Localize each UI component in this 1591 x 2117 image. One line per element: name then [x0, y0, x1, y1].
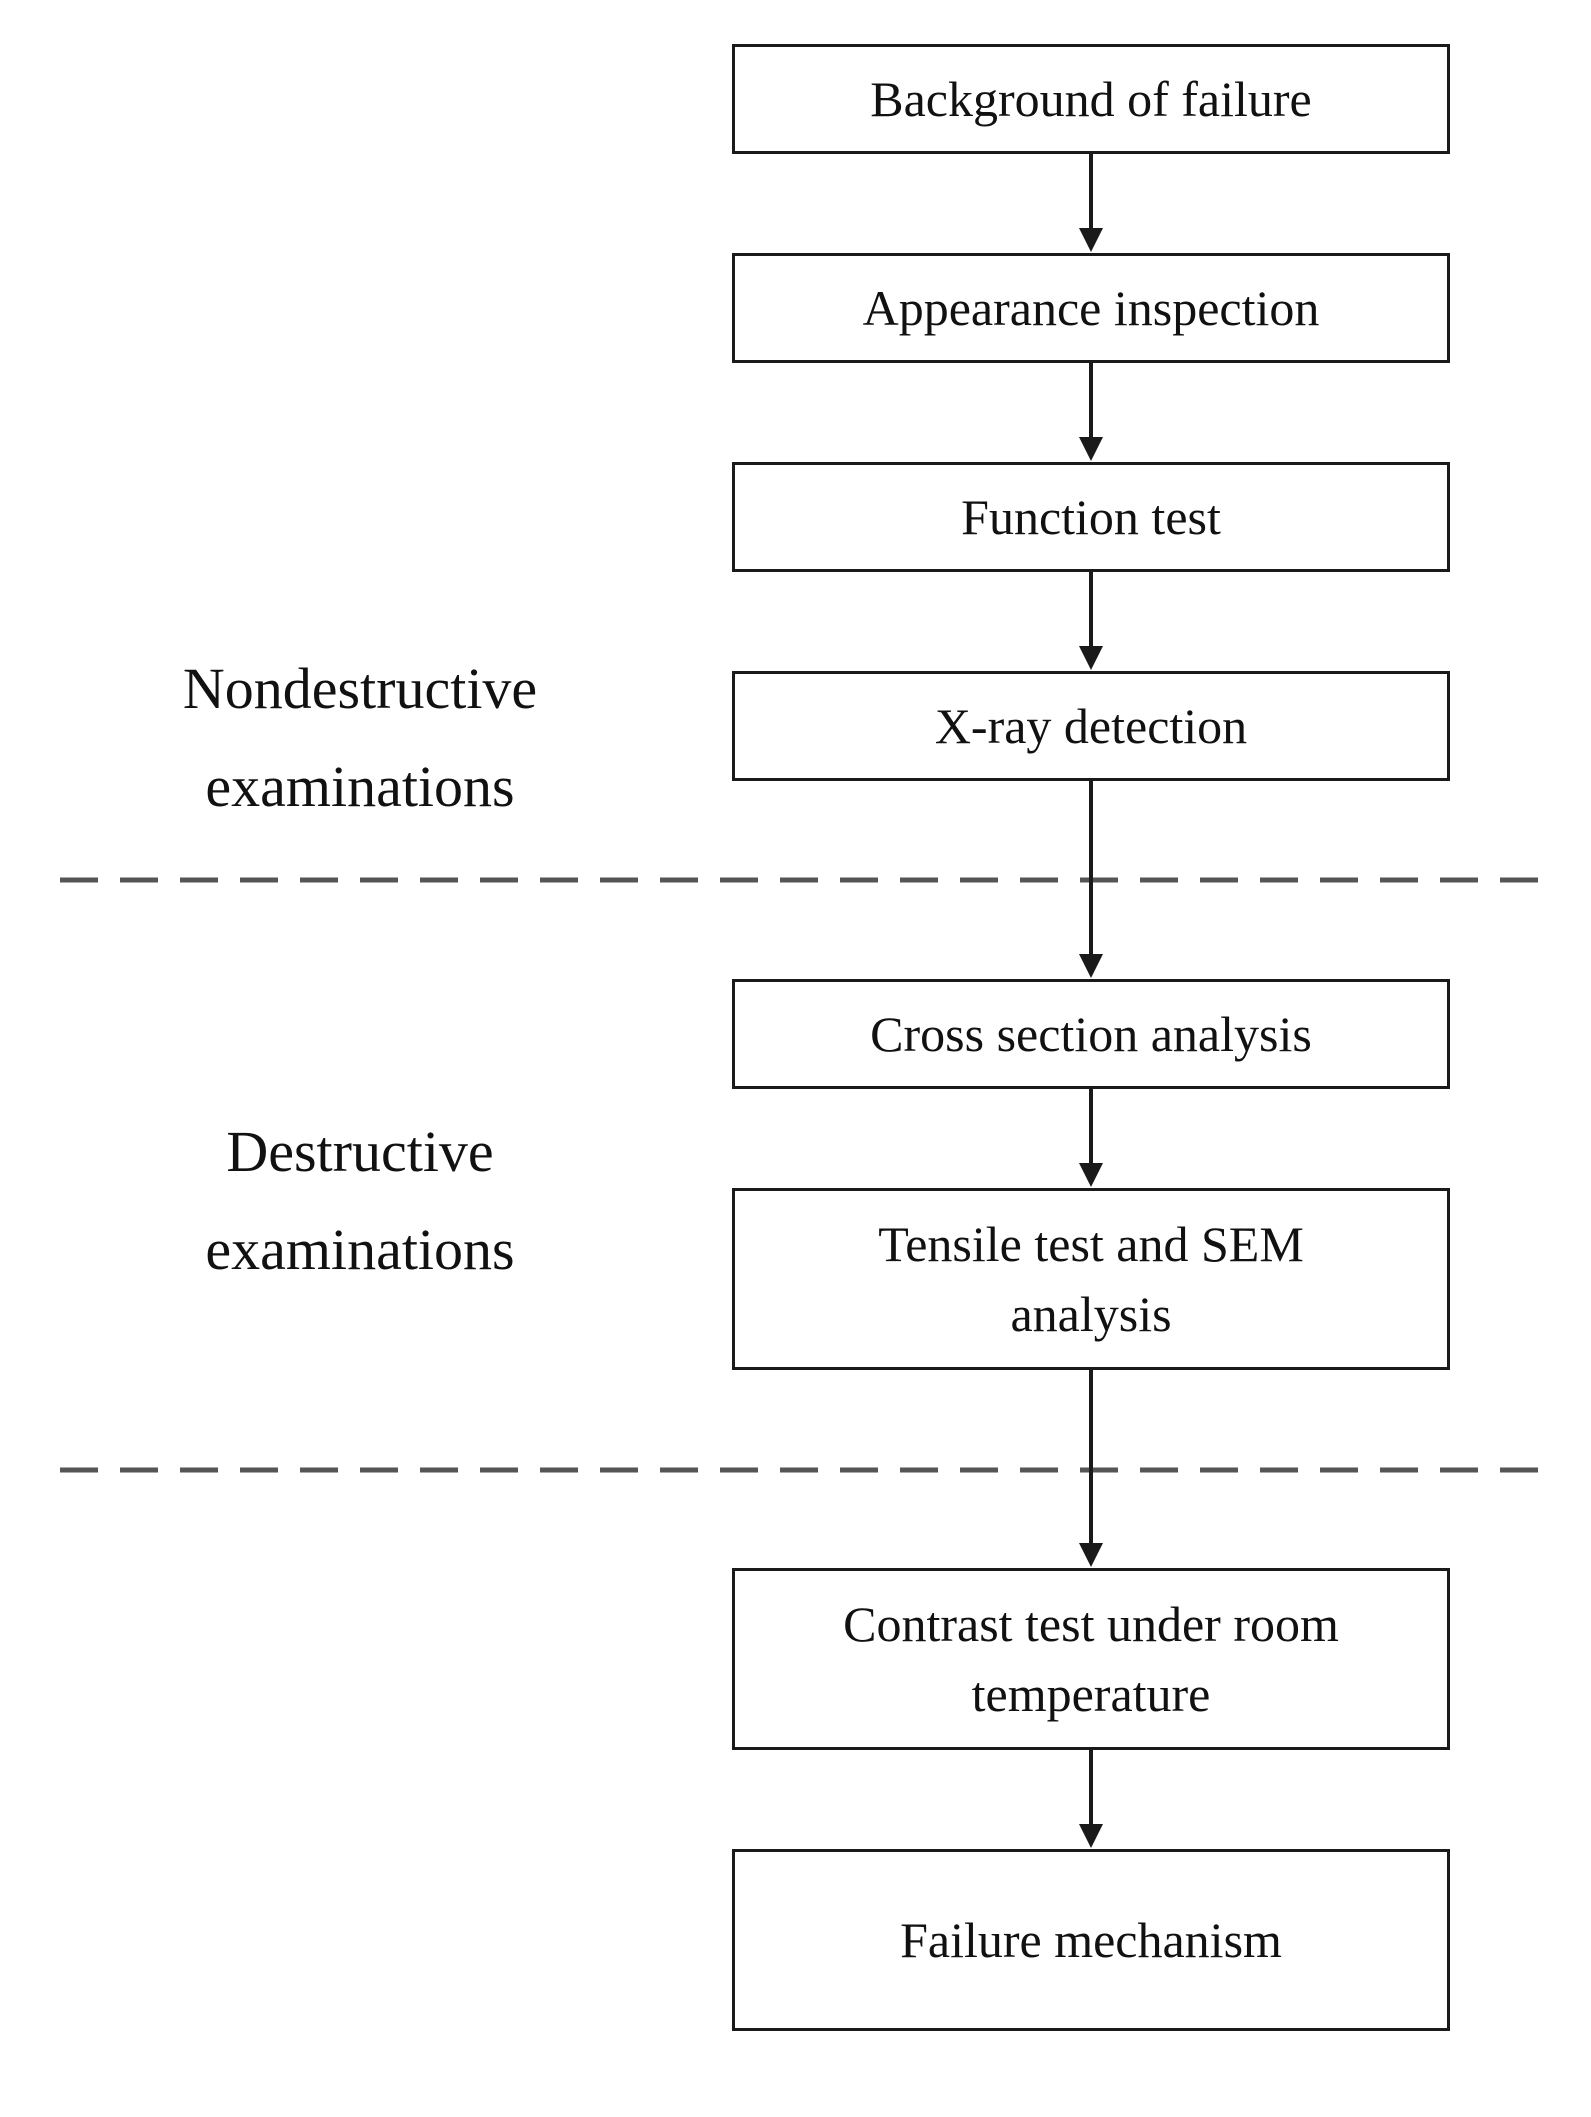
step-label: Contrast test under room temperature: [843, 1596, 1339, 1722]
step-failure-mechanism: Failure mechanism: [732, 1849, 1450, 2031]
step-function-test: Function test: [732, 462, 1450, 572]
step-x-ray-detection: X-ray detection: [732, 671, 1450, 781]
step-tensile-test-and-sem-analysis: Tensile test and SEM analysis: [732, 1188, 1450, 1370]
step-contrast-test-under-room-temperature: Contrast test under room temperature: [732, 1568, 1450, 1750]
step-label: X-ray detection: [934, 698, 1248, 754]
step-label: Tensile test and SEM analysis: [878, 1216, 1304, 1342]
step-appearance-inspection: Appearance inspection: [732, 253, 1450, 363]
section-label-nondestructive: Nondestructive examinations: [182, 656, 538, 819]
step-label: Failure mechanism: [900, 1912, 1282, 1968]
step-label: Background of failure: [870, 71, 1312, 127]
step-label: Cross section analysis: [870, 1006, 1312, 1062]
section-label-destructive: Destructive examinations: [205, 1119, 515, 1282]
step-background-of-failure: Background of failure: [732, 44, 1450, 154]
step-label: Function test: [961, 489, 1221, 545]
step-label: Appearance inspection: [862, 280, 1320, 336]
step-cross-section-analysis: Cross section analysis: [732, 979, 1450, 1089]
